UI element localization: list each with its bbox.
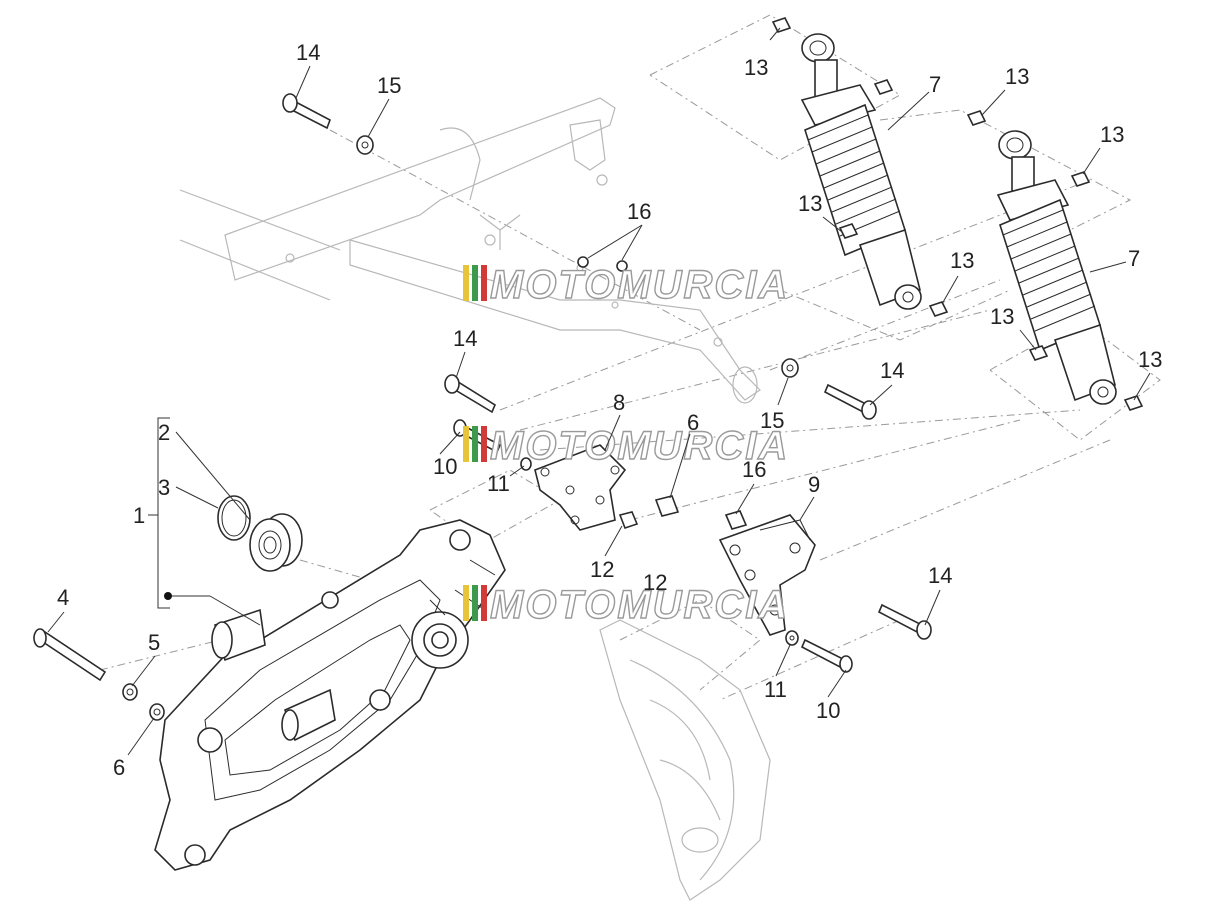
bolt-part-14-right [823,383,877,420]
bracket-part-8 [534,444,627,531]
washer-part-11-upper [520,457,532,471]
bolt-part-14-top [282,93,331,130]
nut-part-6-right [654,495,680,517]
swingarm-casting [154,519,506,871]
callout-5: 5 [148,630,160,655]
callout-13-g: 13 [1138,347,1162,372]
watermark-text: MOTOMURCIA [490,263,789,307]
mudguard-reference-outline [599,619,771,901]
nut-part-16-upper [577,256,628,272]
assembly-bullet-marker [164,592,172,600]
bolt-part-14-middle [444,374,497,414]
watermark-middle: MOTOMURCIA [463,423,789,469]
callout-11-upper: 11 [487,471,510,496]
shock-absorber-part-7-rear [996,130,1117,405]
callout-8: 8 [613,390,625,415]
callout-labels: 1 2 3 4 5 6 6 7 7 8 9 10 10 11 11 12 12 … [57,40,1162,780]
callout-7-rear: 7 [1128,246,1140,271]
callout-16-lower: 16 [742,457,766,482]
bolt-part-4 [33,628,107,682]
callout-12-lower: 12 [643,570,667,595]
bearing-part-2 [249,513,303,572]
callout-13-d: 13 [798,191,822,216]
frame-reference-outline [179,97,761,404]
callout-leader-lines [47,27,1151,756]
washer-part-15-top [356,135,374,155]
callout-12-upper: 12 [590,557,614,582]
callout-13-f: 13 [990,304,1014,329]
callout-15-right: 15 [760,408,784,433]
watermark-upper: MOTOMURCIA [463,262,789,308]
callout-13-b: 13 [1005,64,1029,89]
callout-1: 1 [133,503,145,528]
washer-part-5 [122,683,138,701]
watermark-text: MOTOMURCIA [490,424,789,468]
bracket-part-9 [718,514,816,636]
callout-3: 3 [158,475,170,500]
circlip-part-3 [217,495,251,541]
callout-10-lower: 10 [816,698,840,723]
washer-part-11-lower [785,630,799,646]
callout-13-a: 13 [744,55,768,80]
callout-2: 2 [158,420,170,445]
callout-13-c: 13 [1100,122,1124,147]
watermark-text: MOTOMURCIA [490,583,789,627]
callout-4: 4 [57,585,69,610]
nut-part-13-group [771,17,1144,411]
shock-absorber-part-7-front [800,33,922,310]
callout-11-lower: 11 [764,677,787,702]
callout-6-right: 6 [687,410,699,435]
callout-14-top: 14 [296,40,320,65]
callout-13-e: 13 [950,248,974,273]
callout-14-right: 14 [880,358,904,383]
callout-6-left: 6 [113,755,125,780]
callout-14-middle: 14 [453,326,477,351]
callout-9: 9 [808,472,820,497]
callout-14-lower: 14 [928,563,952,588]
bolt-part-10-lower [800,638,853,673]
watermark-lower: MOTOMURCIA [463,582,789,628]
callout-16-upper: 16 [627,199,651,224]
washer-part-15-right [781,358,799,378]
callout-10-upper: 10 [433,454,457,479]
nut-part-16-lower [724,510,748,530]
washer-part-6-left [149,703,165,721]
nut-part-12 [618,511,639,530]
bolt-part-14-lower [877,603,932,640]
callout-15-top: 15 [377,73,401,98]
callout-7-front: 7 [929,72,941,97]
